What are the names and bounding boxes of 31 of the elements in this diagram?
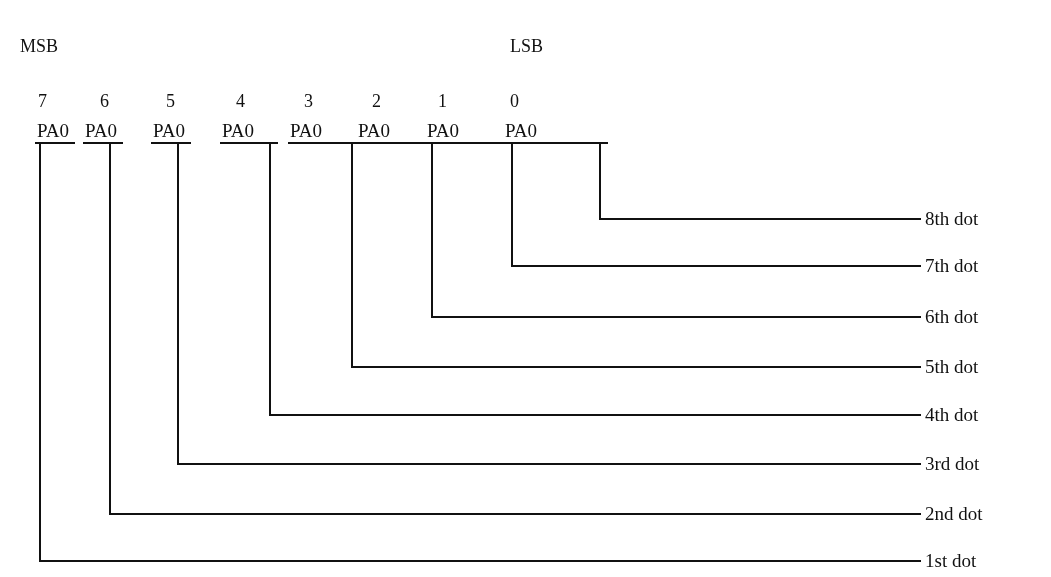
connector-line (39, 143, 922, 562)
dot-label: 6th dot (925, 306, 979, 328)
register-label: PA0 (83, 120, 123, 144)
dot-label: 3rd dot (925, 453, 980, 475)
bit-order-label: MSB (20, 35, 59, 57)
connector-line (351, 143, 922, 368)
register-label: PA0 (503, 120, 608, 144)
bit-number: 0 (510, 90, 519, 112)
register-label: PA0 (220, 120, 278, 144)
connector-line (431, 143, 922, 318)
connector-line (599, 143, 922, 220)
register-label: PA0 (35, 120, 75, 144)
bit-number: 1 (438, 90, 447, 112)
bit-number: 3 (304, 90, 313, 112)
register-label: PA0 (151, 120, 191, 144)
dot-label: 5th dot (925, 356, 979, 378)
dot-label: 2nd dot (925, 503, 983, 525)
bit-number: 5 (166, 90, 175, 112)
bit-order-label: LSB (510, 35, 543, 57)
bit-number: 7 (38, 90, 47, 112)
bit-number: 2 (372, 90, 381, 112)
connector-line (511, 143, 922, 267)
dot-label: 7th dot (925, 255, 979, 277)
dot-label: 8th dot (925, 208, 979, 230)
connector-line (177, 143, 922, 465)
connector-line (269, 143, 922, 416)
bit-number: 6 (100, 90, 109, 112)
dot-label: 4th dot (925, 404, 979, 426)
dot-label: 1st dot (925, 550, 977, 572)
connector-line (109, 143, 922, 515)
bit-number: 4 (236, 90, 245, 112)
